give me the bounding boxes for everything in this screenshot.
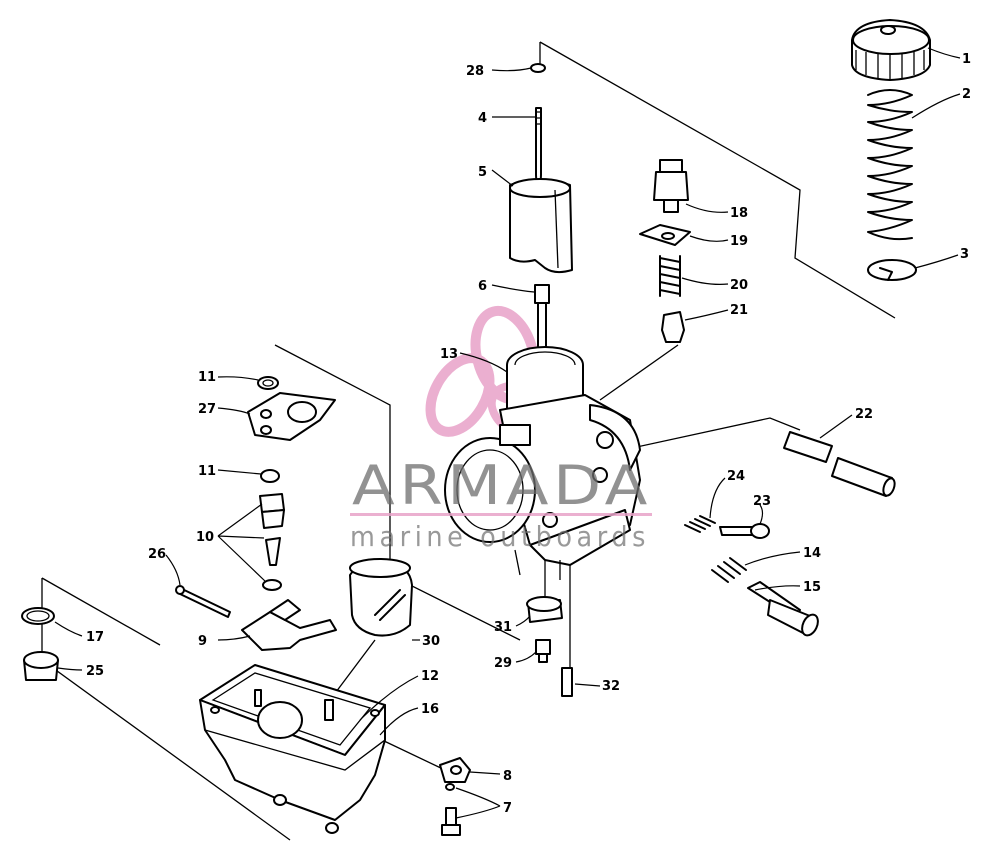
screw-24-part (719, 523, 770, 539)
callout-9: 9 (198, 634, 207, 649)
screw-7-part (441, 783, 461, 836)
callout-23: 23 (753, 494, 771, 509)
adjuster-nut-part (653, 159, 689, 213)
spring-14-part (711, 557, 747, 583)
callout-11-bottom: 11 (198, 464, 216, 479)
jet-32-part (561, 667, 573, 697)
callout-8: 8 (503, 769, 512, 784)
callout-29: 29 (494, 656, 512, 671)
callout-24: 24 (727, 469, 745, 484)
spring-part (867, 89, 913, 241)
jet-holder-31-part (526, 596, 563, 623)
callout-22: 22 (855, 407, 873, 422)
drain-plug-25-part (23, 651, 59, 681)
callout-12: 12 (421, 669, 439, 684)
watermark-tagline: marine outboards (350, 520, 650, 553)
callout-1: 1 (962, 52, 971, 67)
callout-7: 7 (503, 801, 512, 816)
callout-25: 25 (86, 664, 104, 679)
idle-screw-15-part (747, 581, 819, 637)
callout-11-top: 11 (198, 370, 216, 385)
clip-part (530, 63, 546, 73)
float-30-part (349, 558, 413, 637)
bracket-8-part (439, 757, 471, 783)
watermark-brand: ARMADA (352, 454, 652, 517)
callout-28: 28 (466, 64, 484, 79)
watermark: ARMADA marine outboards (350, 454, 652, 553)
o-ring-17-part (21, 607, 55, 625)
callout-18: 18 (730, 206, 748, 221)
needle-jet-part (534, 284, 550, 364)
callout-30: 30 (422, 634, 440, 649)
callout-10: 10 (196, 530, 214, 545)
washer-11-bottom-part (260, 469, 280, 483)
float-arm-9-part (241, 599, 337, 651)
watermark-underline (350, 513, 652, 516)
callout-2: 2 (962, 87, 971, 102)
callout-13: 13 (440, 347, 458, 362)
spring-23-part (684, 515, 716, 533)
callout-19: 19 (730, 234, 748, 249)
main-jet-29-part (535, 639, 551, 663)
callout-4: 4 (478, 111, 487, 126)
plate-27-part (247, 392, 336, 441)
pin-tube-part (783, 431, 896, 497)
callout-16: 16 (421, 702, 439, 717)
callout-21: 21 (730, 303, 748, 318)
retainer-plate-part (867, 259, 917, 281)
float-valve-10-part (259, 493, 285, 591)
cap-part (851, 19, 931, 81)
callout-20: 20 (730, 278, 748, 293)
callout-3: 3 (960, 247, 969, 262)
callout-31: 31 (494, 620, 512, 635)
callout-6: 6 (478, 279, 487, 294)
callout-26: 26 (148, 547, 166, 562)
float-pin-26-part (175, 585, 231, 618)
callout-17: 17 (86, 630, 104, 645)
assembly-lines (41, 41, 896, 841)
callout-labels: 1 2 3 4 5 6 7 8 9 10 11 11 12 13 14 15 1… (86, 52, 971, 816)
small-spring-part (659, 255, 681, 297)
callout-5: 5 (478, 165, 487, 180)
callout-32: 32 (602, 679, 620, 694)
throttle-valve-part (509, 178, 573, 274)
callout-27: 27 (198, 402, 216, 417)
callout-15: 15 (803, 580, 821, 595)
plunger-part (661, 311, 685, 343)
washer-11-top-part (257, 376, 279, 390)
gasket-plate-part (639, 224, 691, 246)
callout-14: 14 (803, 546, 821, 561)
leader-lines (54, 47, 961, 819)
float-bowl-part (199, 664, 386, 834)
